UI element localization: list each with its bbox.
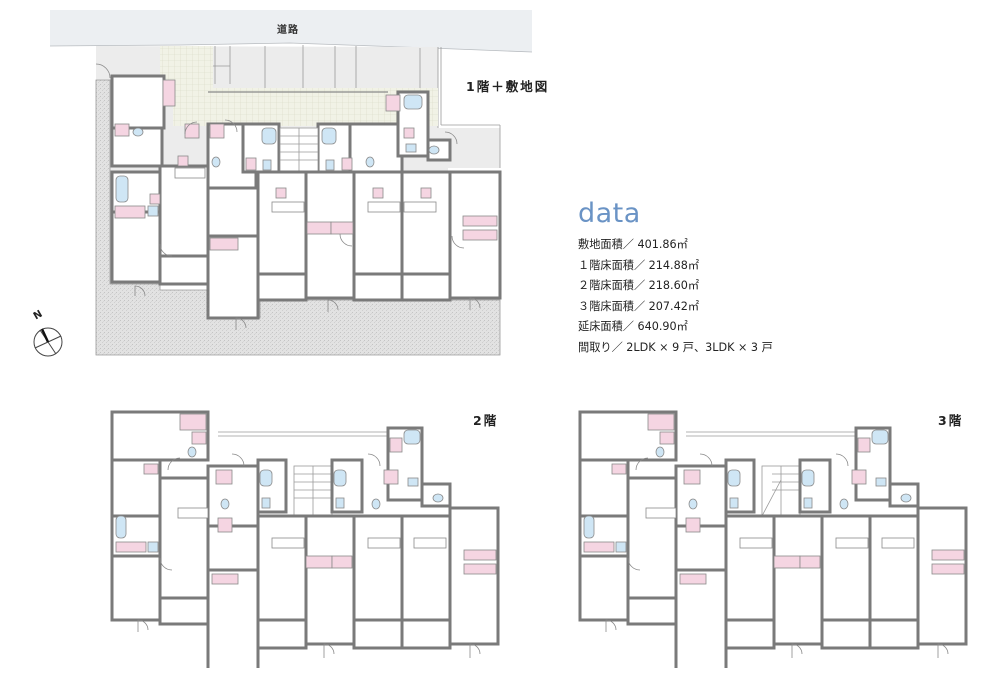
floor1-units bbox=[110, 74, 502, 320]
floor2-drawing bbox=[110, 410, 500, 668]
north-arrow-icon: N bbox=[30, 309, 70, 358]
floor1-plan bbox=[95, 63, 502, 330]
data-list: 敷地面積／ 401.86㎡ １階床面積／ 214.88㎡ ２階床面積／ 218.… bbox=[578, 235, 838, 358]
data-item-floor3-area: ３階床面積／ 207.42㎡ bbox=[578, 299, 700, 313]
floor1-label: 1階＋敷地図 bbox=[466, 79, 550, 94]
data-item-floor2-area: ２階床面積／ 218.60㎡ bbox=[578, 279, 700, 292]
data-item-layout: 間取り／ 2LDK × 9 戸、3LDK × 3 戸 bbox=[578, 340, 773, 354]
floor1-fixtures bbox=[114, 79, 498, 251]
floor2-label: 2階 bbox=[473, 413, 499, 428]
floor2-plan: 2階 bbox=[108, 408, 508, 668]
data-title: data bbox=[578, 198, 641, 229]
site-plan: 道路 1階＋敷地図 N bbox=[0, 0, 560, 370]
data-item-total-area: 延床面積／ 640.90㎡ bbox=[578, 320, 688, 333]
road-label: 道路 bbox=[277, 25, 299, 36]
floor3-drawing bbox=[578, 410, 968, 668]
floor1-doors bbox=[95, 63, 481, 330]
data-panel: data 敷地面積／ 401.86㎡ １階床面積／ 214.88㎡ ２階床面積／… bbox=[578, 200, 838, 358]
floor3-plan: 3階 bbox=[576, 408, 976, 668]
floor3-label: 3階 bbox=[938, 413, 964, 428]
data-item-site-area: 敷地面積／ 401.86㎡ bbox=[578, 238, 688, 251]
data-item-floor1-area: １階床面積／ 214.88㎡ bbox=[578, 258, 700, 272]
